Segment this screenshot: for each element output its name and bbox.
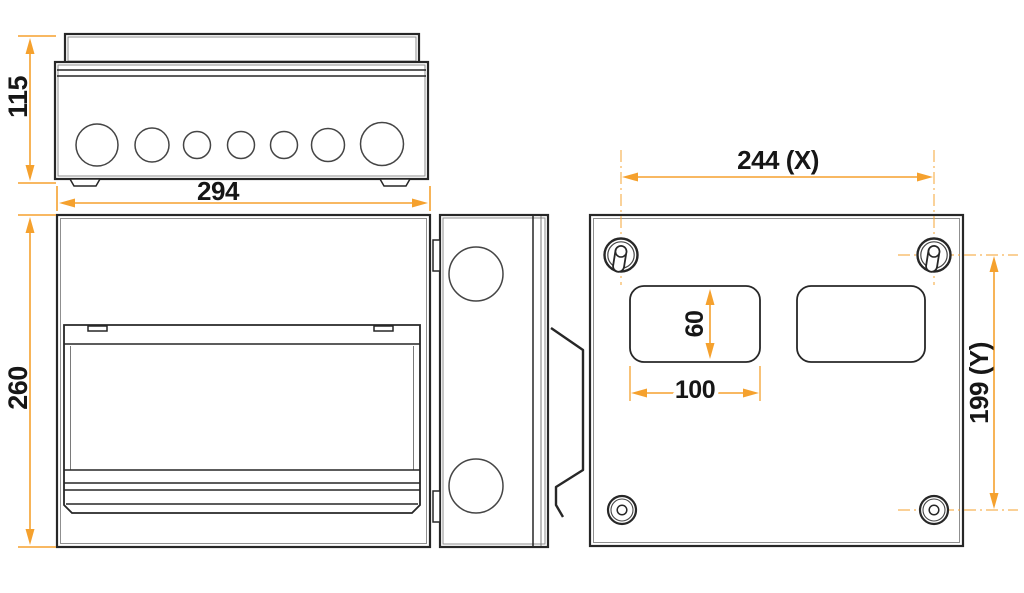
back-view-panel-inner [593, 218, 960, 543]
arrow-down [989, 493, 999, 509]
rear-cutout-left [629, 285, 761, 363]
knockout-circle [182, 130, 212, 160]
knockout-circle [269, 130, 299, 160]
top-view-body [53, 60, 430, 181]
back-view [588, 150, 1018, 548]
top-view [53, 32, 430, 187]
top-view-foot-right [378, 178, 412, 187]
side-view-tab-top [432, 239, 441, 272]
knockout-circle [359, 121, 405, 167]
rear-cutout-right [796, 285, 926, 363]
dimension-cutout-width: 100 [629, 366, 761, 408]
dim-label-100: 100 [675, 376, 715, 404]
arrow-right [412, 198, 428, 208]
front-door-clip-left [87, 325, 108, 332]
arrow-up [705, 289, 715, 305]
knockout-circle [134, 127, 170, 163]
front-view [55, 213, 432, 549]
arrow-down [25, 165, 35, 181]
side-view [432, 213, 585, 549]
knockout-circle [226, 130, 256, 160]
arrow-right [917, 172, 933, 182]
arrow-up [989, 256, 999, 272]
dimension-fixing-y: 199 (Y) [964, 256, 999, 509]
arrow-down [25, 529, 35, 545]
knockout-circle [75, 123, 119, 167]
front-view-door [63, 324, 421, 514]
top-view-lid [63, 32, 421, 66]
dimension-fixing-x: 244 (X) [622, 145, 933, 182]
back-view-panel [588, 213, 965, 548]
side-view-body-inner [442, 217, 546, 545]
side-view-mounting-bracket [550, 327, 585, 518]
arrow-left [631, 388, 647, 398]
keyhole-slot-top-left [603, 237, 639, 273]
keyhole-slot-top-right [916, 237, 952, 273]
top-view-knockouts [75, 121, 405, 167]
arrow-left [59, 198, 75, 208]
arrow-left [622, 172, 638, 182]
dimension-cutout-height: 60 [681, 289, 715, 359]
fixing-hole-bottom-right [918, 494, 950, 526]
dim-label-60: 60 [681, 311, 709, 338]
knockout-circle [310, 127, 346, 163]
arrow-down [705, 343, 715, 359]
side-view-knockout-bottom [448, 458, 504, 514]
dim-label-260: 260 [3, 366, 33, 410]
side-view-tab-bottom [432, 490, 441, 523]
front-door-clip-right [373, 325, 394, 332]
dimension-front-height: 260 [3, 214, 56, 548]
side-view-knockout-top [448, 246, 504, 302]
arrow-up [25, 217, 35, 233]
dim-label-244x: 244 (X) [737, 145, 819, 175]
dimension-overall-width: 294 [56, 176, 431, 211]
top-view-foot-left [68, 178, 102, 187]
arrow-up [25, 38, 35, 54]
dim-label-199y: 199 (Y) [964, 342, 994, 424]
top-view-body-inner [57, 64, 426, 177]
arrow-right [743, 388, 759, 398]
front-view-body-inner [60, 218, 427, 544]
dimension-top-height: 115 [3, 35, 56, 184]
dim-label-294: 294 [197, 176, 240, 206]
side-view-body [438, 213, 550, 549]
dim-label-115: 115 [3, 75, 33, 118]
fixing-hole-bottom-left [606, 494, 638, 526]
